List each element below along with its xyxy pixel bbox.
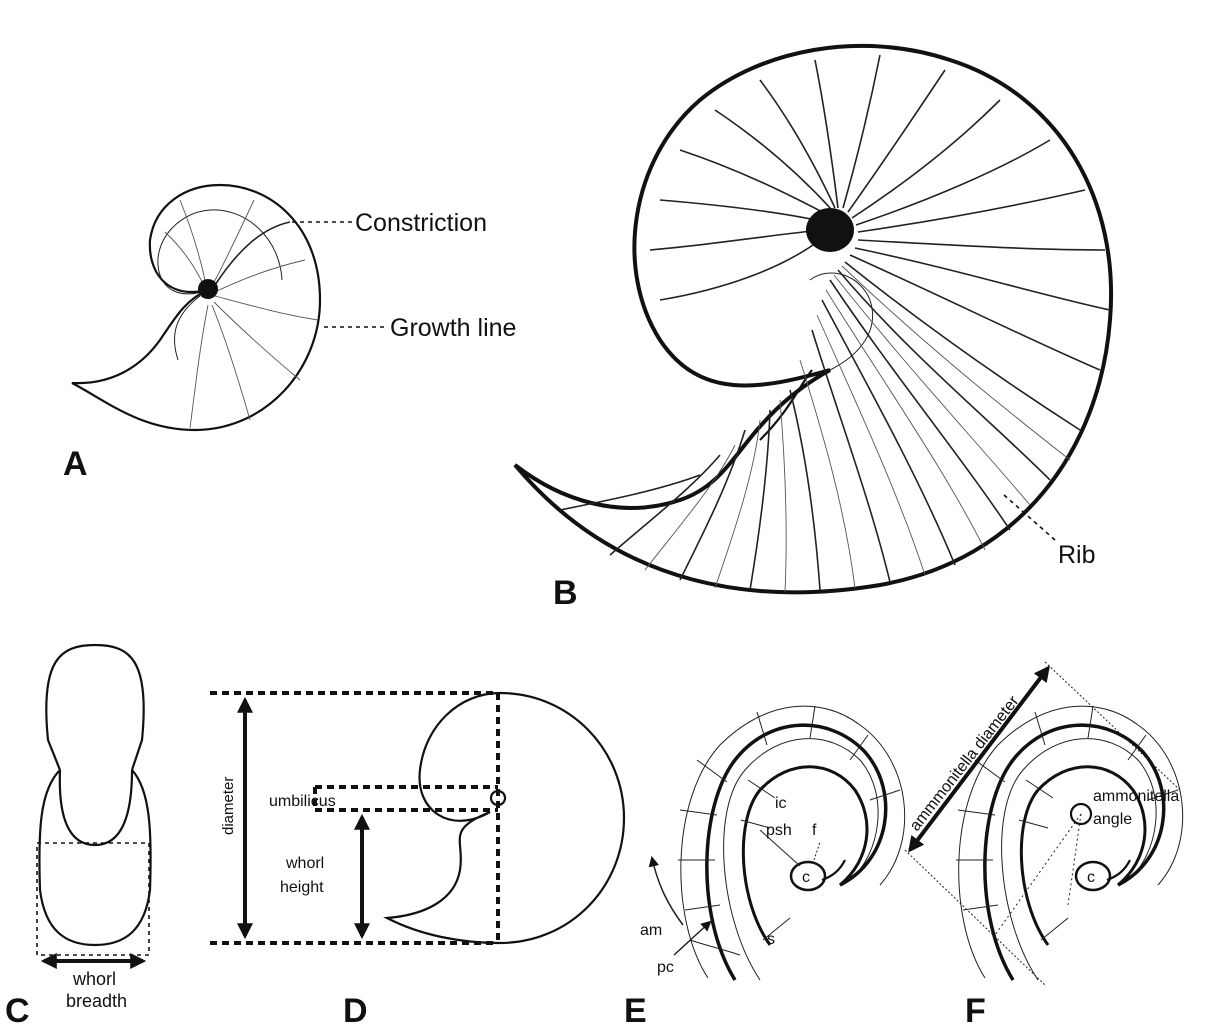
whorl-height-label-2: height (280, 879, 324, 896)
diameter-label: diameter (220, 777, 237, 835)
growth-line-label: Growth line (390, 314, 516, 342)
ammonite-a-drawing (72, 185, 320, 430)
ammonitella-angle-label-1: ammonitella (1093, 788, 1179, 805)
rib-leader (1004, 495, 1055, 540)
ammonite-d-outline (387, 693, 624, 943)
psh-label: psh (766, 822, 792, 839)
panel-a: Constriction Growth line A (63, 185, 516, 483)
whorl-cross-section (39, 645, 150, 945)
panel-letter-c: C (5, 992, 30, 1024)
s-label: s (767, 931, 775, 948)
pc-pointer (674, 922, 710, 955)
f-label: f (812, 822, 817, 839)
panel-letter-d: D (343, 992, 368, 1024)
whorl-breadth-box (37, 843, 149, 955)
c-label-e: c (802, 869, 810, 886)
whorl-breadth-label-2: breadth (66, 991, 127, 1011)
panel-letter-f: F (965, 992, 986, 1024)
panel-letter-a: A (63, 445, 88, 483)
whorl-height-label-1: whorl (285, 855, 324, 872)
panel-c: whorl breadth C (5, 645, 151, 1024)
whorl-breadth-label-1: whorl (72, 969, 116, 989)
am-label: am (640, 922, 662, 939)
ammonitella-e-section (678, 706, 905, 980)
panel-f: ammmonitella diameter ammonitella angle … (905, 662, 1183, 1024)
panel-letter-e: E (624, 992, 647, 1024)
constriction-label: Constriction (355, 209, 487, 237)
ammonite-b-drawing (515, 46, 1111, 592)
ic-label: ic (775, 795, 787, 812)
rib-label: Rib (1058, 541, 1096, 569)
ammonitella-angle-label-2: angle (1093, 811, 1132, 828)
pc-label: pc (657, 959, 674, 976)
panel-e: ic psh f c am pc s E (624, 706, 905, 1024)
panel-b: Rib B (515, 46, 1111, 612)
am-arrow (652, 858, 683, 925)
c-label-f: c (1087, 869, 1095, 886)
umbilicus-label: umbilicus (269, 793, 336, 810)
panel-d: diameter umbilicus whorl height D (210, 693, 624, 1024)
panel-letter-b: B (553, 574, 578, 612)
